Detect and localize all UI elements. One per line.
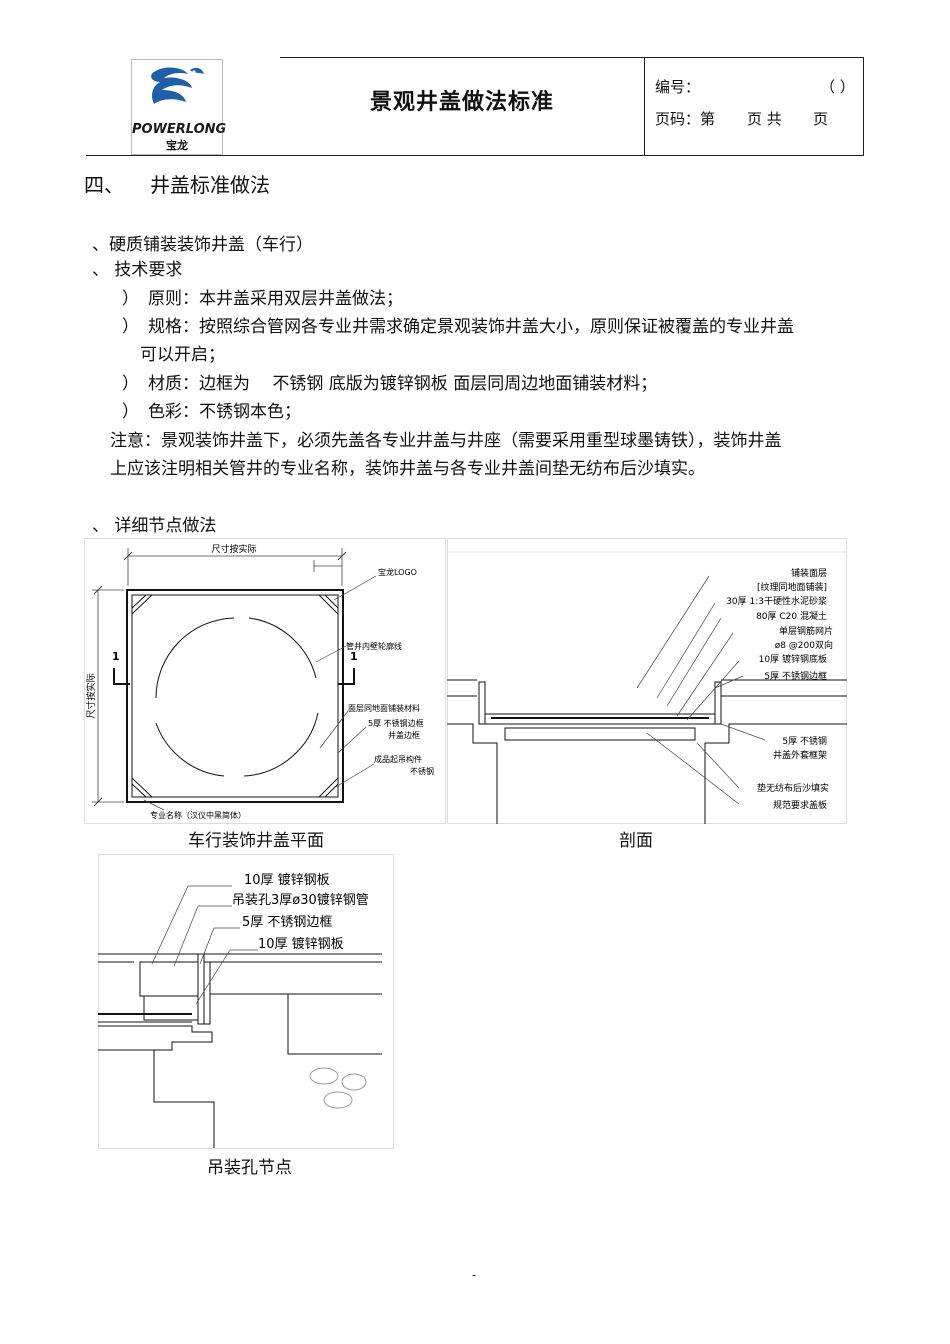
item-color: 色彩：不锈钢本色； — [148, 402, 301, 422]
company-logo: POWERLONG 宝龙 — [131, 59, 227, 155]
section-label-1: 铺装面层 — [791, 567, 827, 579]
section-label-5: 单层钢筋网片 — [779, 625, 833, 637]
item-principle: 原则：本井盖采用双层井盖做法； — [148, 289, 403, 309]
plan-caption: 车行装饰井盖平面 — [188, 831, 324, 851]
plan-section-mark-right: 1 — [350, 650, 358, 663]
logo-cn-text: 宝龙 — [166, 139, 188, 152]
plan-label-surface: 面层同地面铺装材料 — [348, 703, 420, 713]
plan-label-outline: 管井内壁轮廓线 — [346, 641, 402, 651]
header-right-border — [863, 57, 864, 156]
page-mid: 页 共 — [747, 110, 782, 128]
section-number: 四、 — [84, 173, 124, 197]
detail-caption: 吊装孔节点 — [207, 1158, 292, 1178]
plan-label-lift2: 不锈钢 — [410, 766, 434, 776]
section-label-low-4: 规范要求盖板 — [773, 799, 827, 811]
section-label-2: [纹理同地面铺装] — [757, 581, 827, 593]
page-label: 页码：第 — [655, 110, 716, 128]
section-caption: 剖面 — [619, 831, 653, 851]
section-label-3: 30厚 1:3干硬性水泥砂浆 — [726, 595, 827, 607]
item-mark-3: ） — [122, 374, 139, 394]
plan-section-mark-left: 1 — [112, 650, 120, 663]
item-spec-cont: 可以开启； — [140, 345, 225, 365]
detail-label-2: 吊装孔3厚ø30镀锌钢管 — [232, 892, 369, 908]
page-end: 页 — [813, 110, 829, 128]
subheading-detail-nodes: 、 详细节点做法 — [92, 516, 217, 536]
section-label-7: 10厚 镀锌钢底板 — [759, 653, 827, 665]
note-line-1: 注意：景观装饰井盖下，必须先盖各专业井盖与井座（需要采用重型球墨铸铁），装饰井盖 — [110, 431, 782, 451]
subheading-tech-requirements: 、 技术要求 — [92, 260, 183, 280]
plan-label-name: 专业名称（汉仪中黑简体） — [150, 810, 246, 820]
plan-dim-top: 尺寸按实际 — [211, 543, 256, 555]
section-drawing: 铺装面层 [纹理同地面铺装] 30厚 1:3干硬性水泥砂浆 80厚 C20 混凝… — [447, 538, 847, 824]
number-label: 编号： — [655, 78, 701, 96]
section-title: 井盖标准做法 — [150, 173, 270, 197]
item-spec: 规格：按照综合管网各专业井需求确定景观装饰井盖大小，原则保证被覆盖的专业井盖 — [148, 317, 794, 337]
header-top-line — [280, 57, 864, 58]
plan-label-frame2: 井盖边框 — [388, 730, 420, 740]
section-label-8: 5厚 不锈钢边框 — [764, 670, 827, 682]
item-mark-1: ） — [122, 289, 139, 309]
item-mark-2: ） — [122, 317, 139, 337]
section-label-6: ø8 @200双向 — [775, 639, 833, 651]
plan-label-frame1: 5厚 不锈钢边框 — [368, 718, 424, 728]
plan-dim-left: 尺寸按实际 — [85, 673, 97, 718]
plan-drawing: 尺寸按实际 尺寸按实际 1 1 宝龙LOGO 管井内壁轮廓线 面层同地面铺装材料… — [84, 538, 446, 824]
detail-label-1: 10厚 镀锌钢板 — [244, 872, 330, 888]
number-paren: （ ） — [820, 78, 855, 96]
section-label-low-2: 井盖外套框架 — [773, 749, 827, 761]
detail-label-3: 5厚 不锈钢边框 — [242, 915, 332, 930]
subheading-hard-paving: 、硬质铺装装饰井盖（车行） — [92, 235, 313, 255]
document-title: 景观井盖做法标准 — [369, 90, 554, 115]
logo-brand-text: POWERLONG — [132, 122, 227, 137]
item-material: 材质：边框为 不锈钢 底版为镀锌钢板 面层同周边地面铺装材料； — [148, 374, 658, 394]
item-mark-4: ） — [122, 402, 139, 422]
header-bottom-line — [86, 155, 864, 156]
dragon-logo-icon — [151, 67, 204, 104]
section-label-low-3: 垫无纺布后沙填实 — [757, 782, 829, 794]
section-label-4: 80厚 C20 混凝土 — [756, 610, 827, 622]
hoist-detail-drawing: 10厚 镀锌钢板 吊装孔3厚ø30镀锌钢管 5厚 不锈钢边框 10厚 镀锌钢板 — [98, 854, 394, 1149]
header-divider — [644, 57, 645, 156]
footer-mark: - — [472, 1268, 477, 1282]
note-line-2: 上应该注明相关管井的专业名称，装饰井盖与各专业井盖间垫无纺布后沙填实。 — [110, 459, 705, 479]
plan-label-logo: 宝龙LOGO — [378, 567, 417, 577]
section-label-low-1: 5厚 不锈钢 — [782, 735, 827, 747]
plan-label-lift1: 成品起吊构件 — [374, 754, 422, 764]
detail-label-4: 10厚 镀锌钢板 — [258, 936, 344, 952]
